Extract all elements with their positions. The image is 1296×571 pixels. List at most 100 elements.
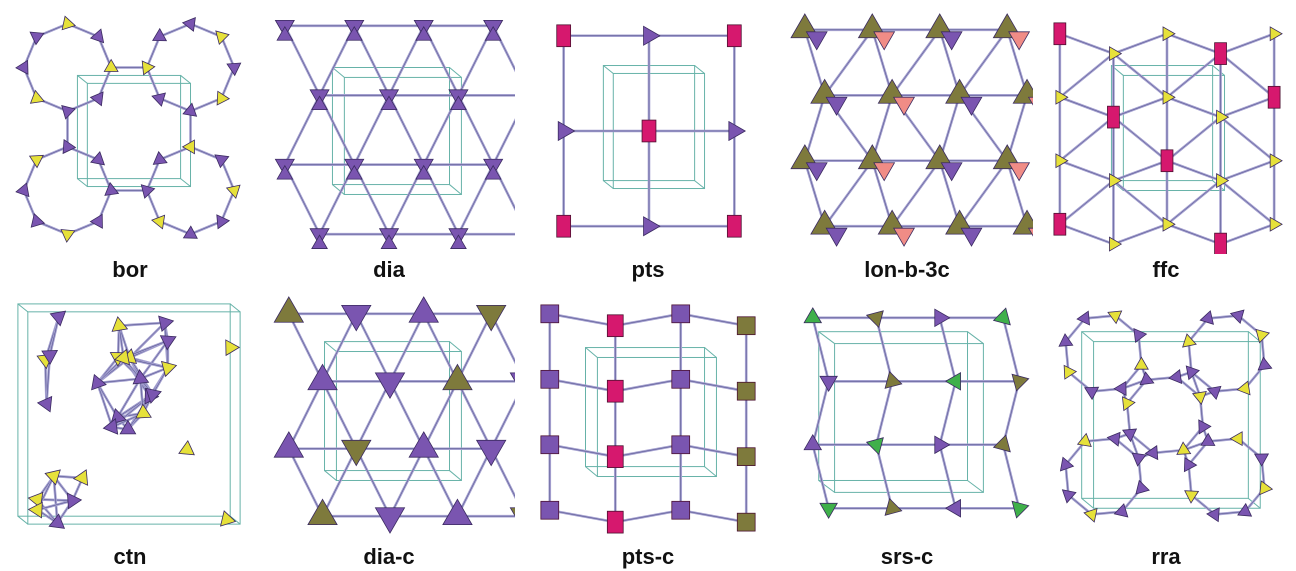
node-triangle [102,418,119,435]
node-triangle [509,507,515,517]
unit-cell-edge [585,466,598,477]
unit-cell-edge [818,331,835,344]
framework-bond-core [680,509,747,523]
framework-bond-core [824,29,873,96]
framework-diagram-ffc [1053,22,1283,254]
node-triangle [643,25,661,46]
framework-bond-core [457,313,492,382]
unit-cell-edge [17,303,231,517]
node-triangle [215,30,230,46]
node-triangle [181,139,195,155]
node-triangle [865,310,884,329]
node-rectangle [1053,212,1067,236]
node-triangle [1121,396,1136,412]
node-rectangle [671,369,691,389]
node-triangle [944,371,961,391]
unit-cell-edge [585,347,706,468]
node-triangle [1061,489,1077,504]
node-triangle [340,439,372,467]
node-triangle [159,335,177,351]
panel-label: pts-c [621,544,675,569]
unit-cell-edge [449,470,462,481]
framework-diagram-dia-c [273,296,515,534]
framework-bond-core [389,313,424,382]
unit-cell-edge [77,178,88,187]
framework-bond-core [1002,444,1020,509]
framework-bond-core [876,317,893,382]
node-rectangle [736,447,756,466]
framework-bond-core [490,448,515,497]
node-triangle [940,162,963,182]
unit-cell-edge [585,347,598,358]
node-triangle [273,296,305,323]
framework-bond-core [1059,224,1114,245]
node-triangle [1253,453,1270,467]
framework-bond-core [680,444,747,457]
framework-bond-core [1065,318,1086,342]
node-triangle [1257,356,1273,371]
panel-pts-c: pts-c [522,292,774,570]
unit-cell-edge [17,515,29,525]
framework-bond-core [615,313,681,326]
framework-bond-core [288,381,323,449]
framework-bond-core [389,381,424,449]
node-rectangle [1214,42,1227,65]
unit-cell-edge [1081,497,1094,509]
framework-bond-core [119,322,165,326]
panel-dia-c: dia-c [263,292,515,570]
framework-bond-core [812,444,829,509]
framework-bond-core [1220,160,1275,181]
node-triangle [61,105,76,120]
unit-cell-edge [818,331,969,481]
node-triangle [30,213,46,228]
node-triangle [884,370,903,389]
framework-bond-core [37,500,73,511]
node-triangle [728,120,747,142]
unit-cell-edge [76,74,182,180]
node-triangle [182,225,198,239]
framework-bond [491,118,515,167]
node-triangle [1011,373,1030,392]
node-triangle [1162,216,1176,232]
node-triangle [940,31,963,51]
framework-bond-core [1113,33,1168,54]
node-rectangle [606,379,624,403]
unit-cell-edge [1212,65,1225,76]
framework-bond-core [1166,224,1221,245]
node-triangle [1216,173,1230,189]
framework-bond-core [1220,180,1275,225]
framework-bond-core [221,190,235,222]
framework-bond-core [615,444,681,457]
framework-bond-core [1113,180,1168,225]
node-triangle [1027,227,1033,237]
framework-bond-core [1188,464,1192,496]
node-triangle [1058,333,1074,347]
node-triangle [276,26,294,41]
node-triangle [1055,153,1069,169]
node-triangle [214,154,230,169]
unit-cell-edge [332,67,345,78]
node-triangle [273,431,305,458]
node-triangle [1269,153,1283,169]
framework-bond-core [1188,318,1209,342]
node-triangle [873,162,896,182]
node-rectangle [556,214,572,238]
framework-bond-core [939,444,956,509]
framework-bond-core [939,381,956,445]
framework-bond-core [457,381,492,449]
framework-bond-core [615,509,681,523]
node-triangle [1076,310,1090,326]
node-rectangle [671,500,691,520]
unit-cell-edge [335,351,462,481]
node-triangle [345,164,363,180]
node-triangle [1185,365,1201,381]
framework-bond-core [1166,53,1221,98]
node-triangle [374,507,406,534]
framework-diagram-ctn [17,303,241,529]
node-triangle [1076,432,1092,447]
node-triangle [15,59,29,75]
node-triangle [992,307,1011,326]
framework-bond-core [190,221,222,235]
framework-bond-core [1113,224,1168,245]
framework-bond-core [1059,97,1114,118]
